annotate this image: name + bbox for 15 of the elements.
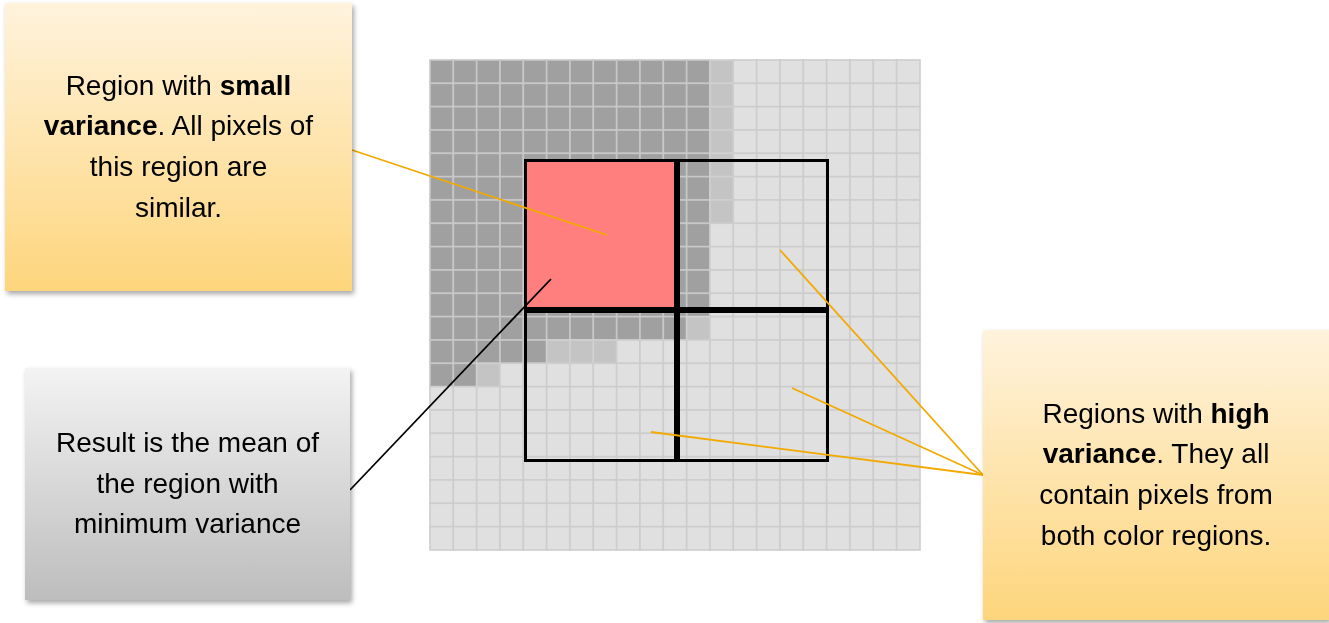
highlighted-quadrant — [524, 159, 677, 310]
leader-line — [349, 278, 552, 491]
quadrant-frame — [524, 310, 677, 462]
leader-line — [351, 149, 608, 236]
callout-box — [983, 330, 1329, 620]
callout-box — [25, 368, 350, 600]
quadrant-frame — [677, 159, 829, 310]
leader-line — [650, 431, 984, 476]
callout-box — [5, 3, 352, 291]
callout-text: Regions with high variance. They all contain pixels from both color regions. — [1038, 396, 1274, 553]
leader-line — [791, 387, 984, 476]
callout-text: Result is the mean of the region with minimum variance — [55, 426, 320, 542]
quadrant-frame — [677, 310, 829, 462]
leader-line — [779, 249, 984, 476]
callout-text: Region with small variance. All pixels of this region are similar. — [43, 68, 314, 225]
